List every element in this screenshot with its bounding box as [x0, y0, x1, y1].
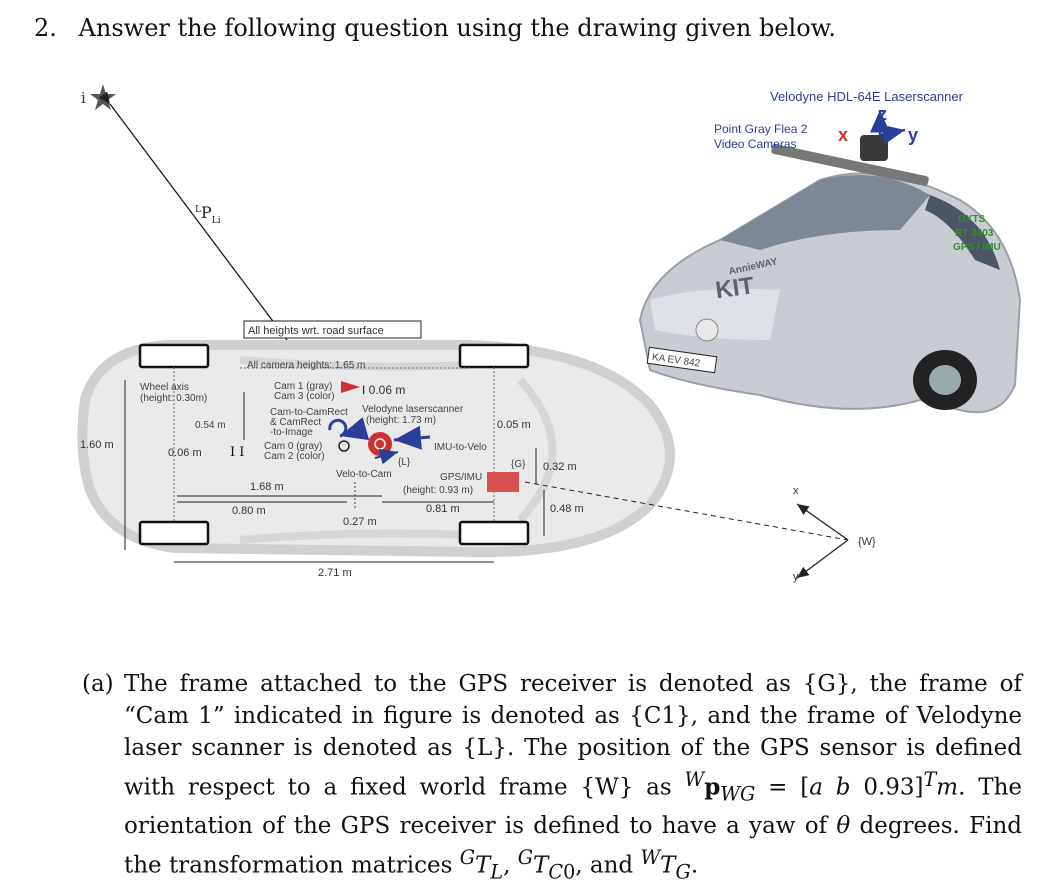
part-a: (a) The frame attached to the GPS receiv…: [82, 668, 1022, 889]
cam-spacing-label: I 0.06 m: [362, 383, 405, 397]
dim-1-68: 1.68 m: [250, 481, 284, 493]
world-y-label: y: [793, 571, 799, 583]
wheel-axis-label: Wheel axis: [140, 382, 189, 393]
heights-note-box: [243, 320, 422, 339]
dim-1-60: 1.60 m: [80, 439, 114, 451]
cam-to-camrect-3: -to-Image: [270, 427, 313, 438]
velo-to-cam-label: Velo-to-Cam: [336, 469, 392, 480]
car-axis-x-label: x: [838, 125, 848, 145]
camera-heights: All camera heights: 1.65 m: [247, 360, 365, 371]
vector-label-pre: L: [195, 205, 201, 215]
part-a-text-body: The frame attached to the GPS receiver i…: [124, 671, 1022, 801]
car-cameras-label-2: Video Cameras: [714, 137, 797, 151]
dim-2-71: 2.71 m: [318, 567, 352, 579]
cam0-frame-icon: [338, 440, 350, 452]
velodyne-label-1: Velodyne laserscanner: [362, 404, 464, 415]
vector-label: LPLi: [195, 203, 221, 226]
question-heading: 2. Answer the following question using t…: [34, 14, 836, 42]
dim-0-80: 0.80 m: [232, 505, 266, 517]
world-x-label: x: [793, 485, 799, 497]
cam2-label: Cam 2 (color): [264, 451, 325, 462]
frame-l-label: {L}: [398, 457, 411, 468]
star-label: i: [81, 89, 86, 107]
gps-imu-label-1: GPS/IMU: [440, 472, 482, 483]
frame-w-label: {W}: [858, 536, 876, 548]
car-cameras-label-1: Point Gray Flea 2: [714, 122, 808, 136]
world-frame: x y {W}: [793, 485, 876, 583]
car-sensor-axes: x z y: [838, 104, 918, 145]
vector-label-main: P: [201, 203, 212, 222]
camrect-arrow-icon: [328, 417, 370, 441]
question-number: 2.: [34, 14, 57, 42]
dim-0-81: 0.81 m: [426, 503, 460, 515]
gps-to-world-dashed-line: [524, 481, 849, 541]
wheel-rear-left: [138, 520, 210, 546]
gps-imu-label-2: (height: 0.93 m): [403, 485, 473, 496]
wheel-rear-right: [458, 520, 530, 546]
cam0-label: Cam 0 (gray): [264, 441, 322, 452]
velodyne-label-2: (height: 1.73 m): [366, 415, 436, 426]
dim-0-05: 0.05 m: [497, 419, 531, 431]
cam1-marker-icon: [341, 381, 360, 393]
wheel-front-right: [458, 343, 530, 369]
dim-0-06: 0.06 m: [168, 447, 202, 459]
wheel-height-label: (height: 0.30m): [140, 393, 207, 404]
dim-0-32: 0.32 m: [543, 461, 577, 473]
cam-to-camrect-1: Cam-to-CamRect: [270, 407, 348, 418]
part-a-text: The frame attached to the GPS receiver i…: [124, 671, 1023, 884]
imu-to-velo-label: IMU-to-Velo: [434, 442, 487, 453]
cam3-label: Cam 3 (color): [274, 391, 335, 402]
vector-label-sub: Li: [212, 216, 221, 226]
cam-to-camrect-2: & CamRect: [270, 417, 321, 428]
cam1-label: Cam 1 (gray): [274, 381, 332, 392]
cam-spacing-value: 0.06 m: [369, 383, 406, 397]
velodyne-sensor-icon: [368, 432, 392, 456]
heights-note: All heights wrt. road surface: [248, 325, 384, 337]
car-velodyne-label: Velodyne HDL-64E Laserscanner: [770, 89, 964, 104]
question-text: Answer the following question using the …: [78, 14, 836, 42]
gps-imu-box-icon: [487, 472, 519, 492]
dim-0-06-bars: I I: [230, 445, 244, 460]
sensor-setup-figure: i LPLi All heights wrt. road surface All…: [77, 84, 1022, 583]
car-photo: KA EV 842 KIT AnnieWAY: [638, 135, 1022, 414]
wheel-front-left: [138, 343, 210, 369]
dim-0-27: 0.27 m: [343, 516, 377, 528]
car-gps-label-3: GPS / IMU: [953, 242, 1001, 253]
frame-g-label: {G}: [511, 459, 526, 470]
car-plate: [646, 346, 718, 374]
part-a-letter: (a): [82, 671, 114, 697]
imu-to-velo-arrow-icon: [393, 425, 431, 450]
car-axis-y-label: y: [908, 125, 918, 145]
car-brand: KIT: [714, 272, 756, 304]
dim-0-54: 0.54 m: [195, 420, 226, 431]
dim-0-48: 0.48 m: [550, 503, 584, 515]
car-gps-label-2: RT 3003: [955, 228, 994, 239]
car-gps-label-1: OXTS: [958, 214, 986, 225]
